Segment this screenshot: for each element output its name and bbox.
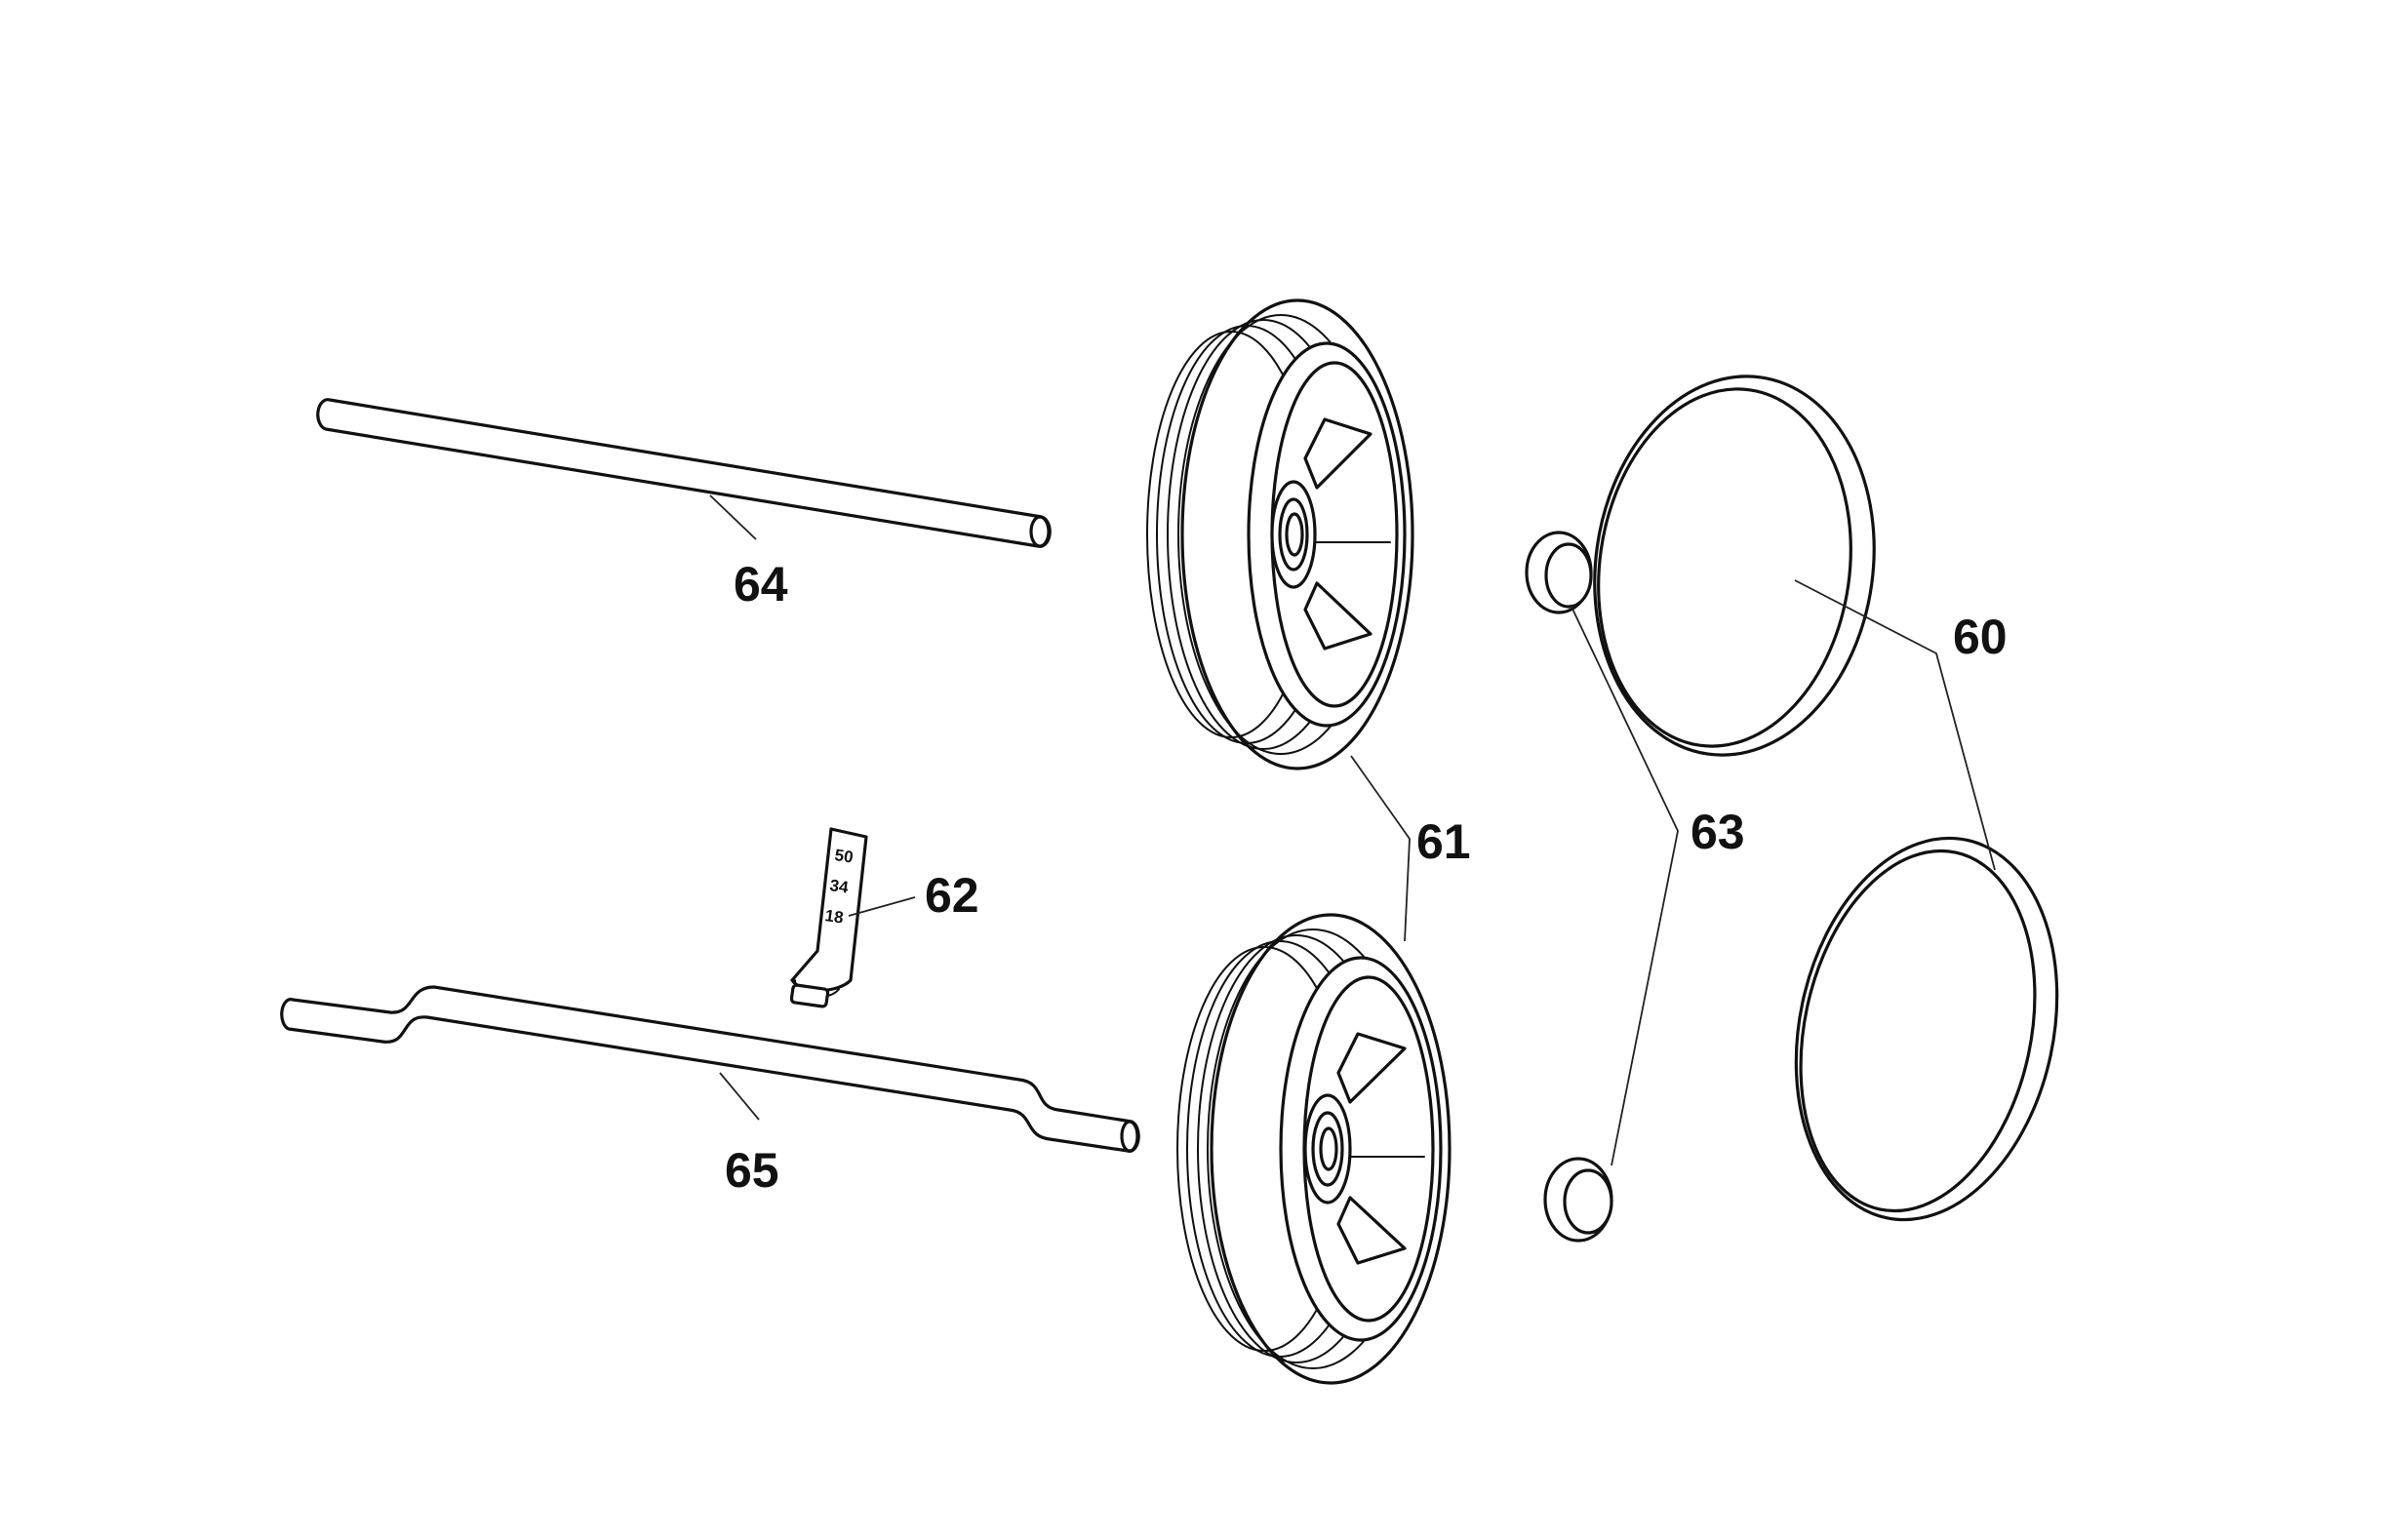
label-part-65: 65 <box>725 1143 779 1198</box>
wheel-upper <box>1146 298 1414 770</box>
height-adjust-tag: 50 34 18 <box>789 827 868 1008</box>
label-part-61: 61 <box>1416 814 1471 869</box>
label-part-64: 64 <box>734 557 788 612</box>
tyre-ring-upper <box>1593 375 1876 757</box>
tag-mark-18: 18 <box>823 906 844 927</box>
tyre-ring-lower <box>1794 836 2059 1222</box>
tag-mark-34: 34 <box>828 876 850 897</box>
label-part-62: 62 <box>925 868 979 923</box>
leader-lines <box>709 494 1996 1166</box>
hub-cap-lower <box>1543 1157 1613 1243</box>
tag-mark-50: 50 <box>833 846 854 866</box>
label-part-63: 63 <box>1691 805 1745 859</box>
wheel-lower <box>1176 913 1452 1385</box>
axle-rod-straight <box>316 398 1052 548</box>
label-part-60: 60 <box>1953 610 2008 664</box>
axle-rod-cranked <box>280 985 1140 1153</box>
hub-cap-upper <box>1525 531 1593 614</box>
